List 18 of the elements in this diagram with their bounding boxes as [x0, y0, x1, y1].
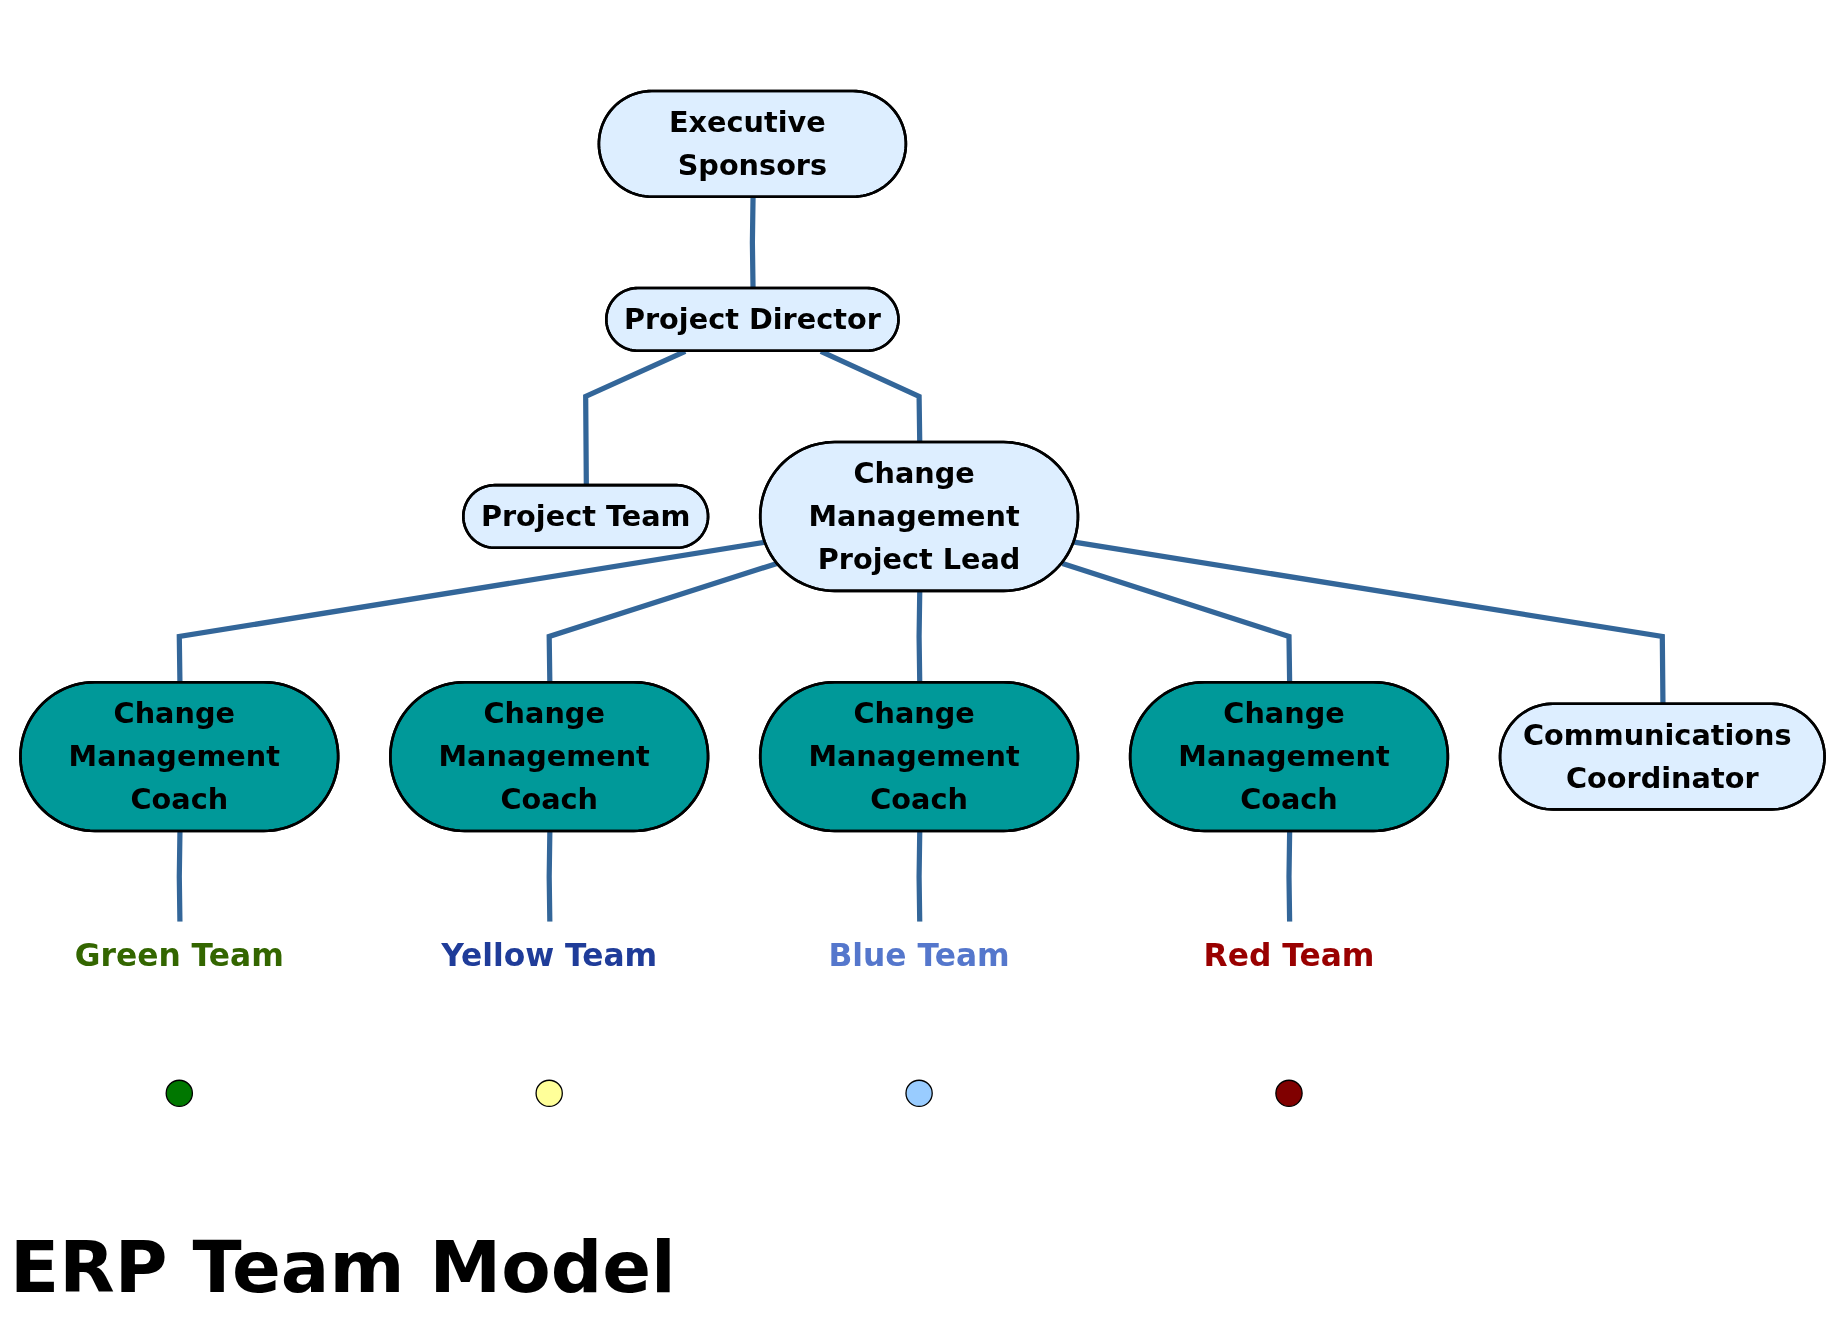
connector — [546, 831, 553, 923]
node-text: Blue Team — [828, 937, 1010, 974]
connector — [1286, 831, 1293, 923]
node-circle — [1275, 1079, 1303, 1108]
node-circle — [165, 1079, 194, 1108]
connector — [749, 197, 756, 289]
connector — [916, 831, 923, 923]
node-text: Yellow Team — [441, 937, 658, 974]
diagram-title: ERP Team Model — [10, 1225, 676, 1309]
connector — [546, 560, 778, 683]
connector — [1061, 560, 1293, 683]
connector — [176, 831, 183, 923]
connector — [176, 539, 766, 683]
node-text: Red Team — [1203, 937, 1375, 974]
node-circle — [535, 1079, 563, 1108]
node-circle — [905, 1079, 933, 1108]
node-text: Green Team — [74, 937, 284, 974]
connector — [916, 591, 923, 683]
